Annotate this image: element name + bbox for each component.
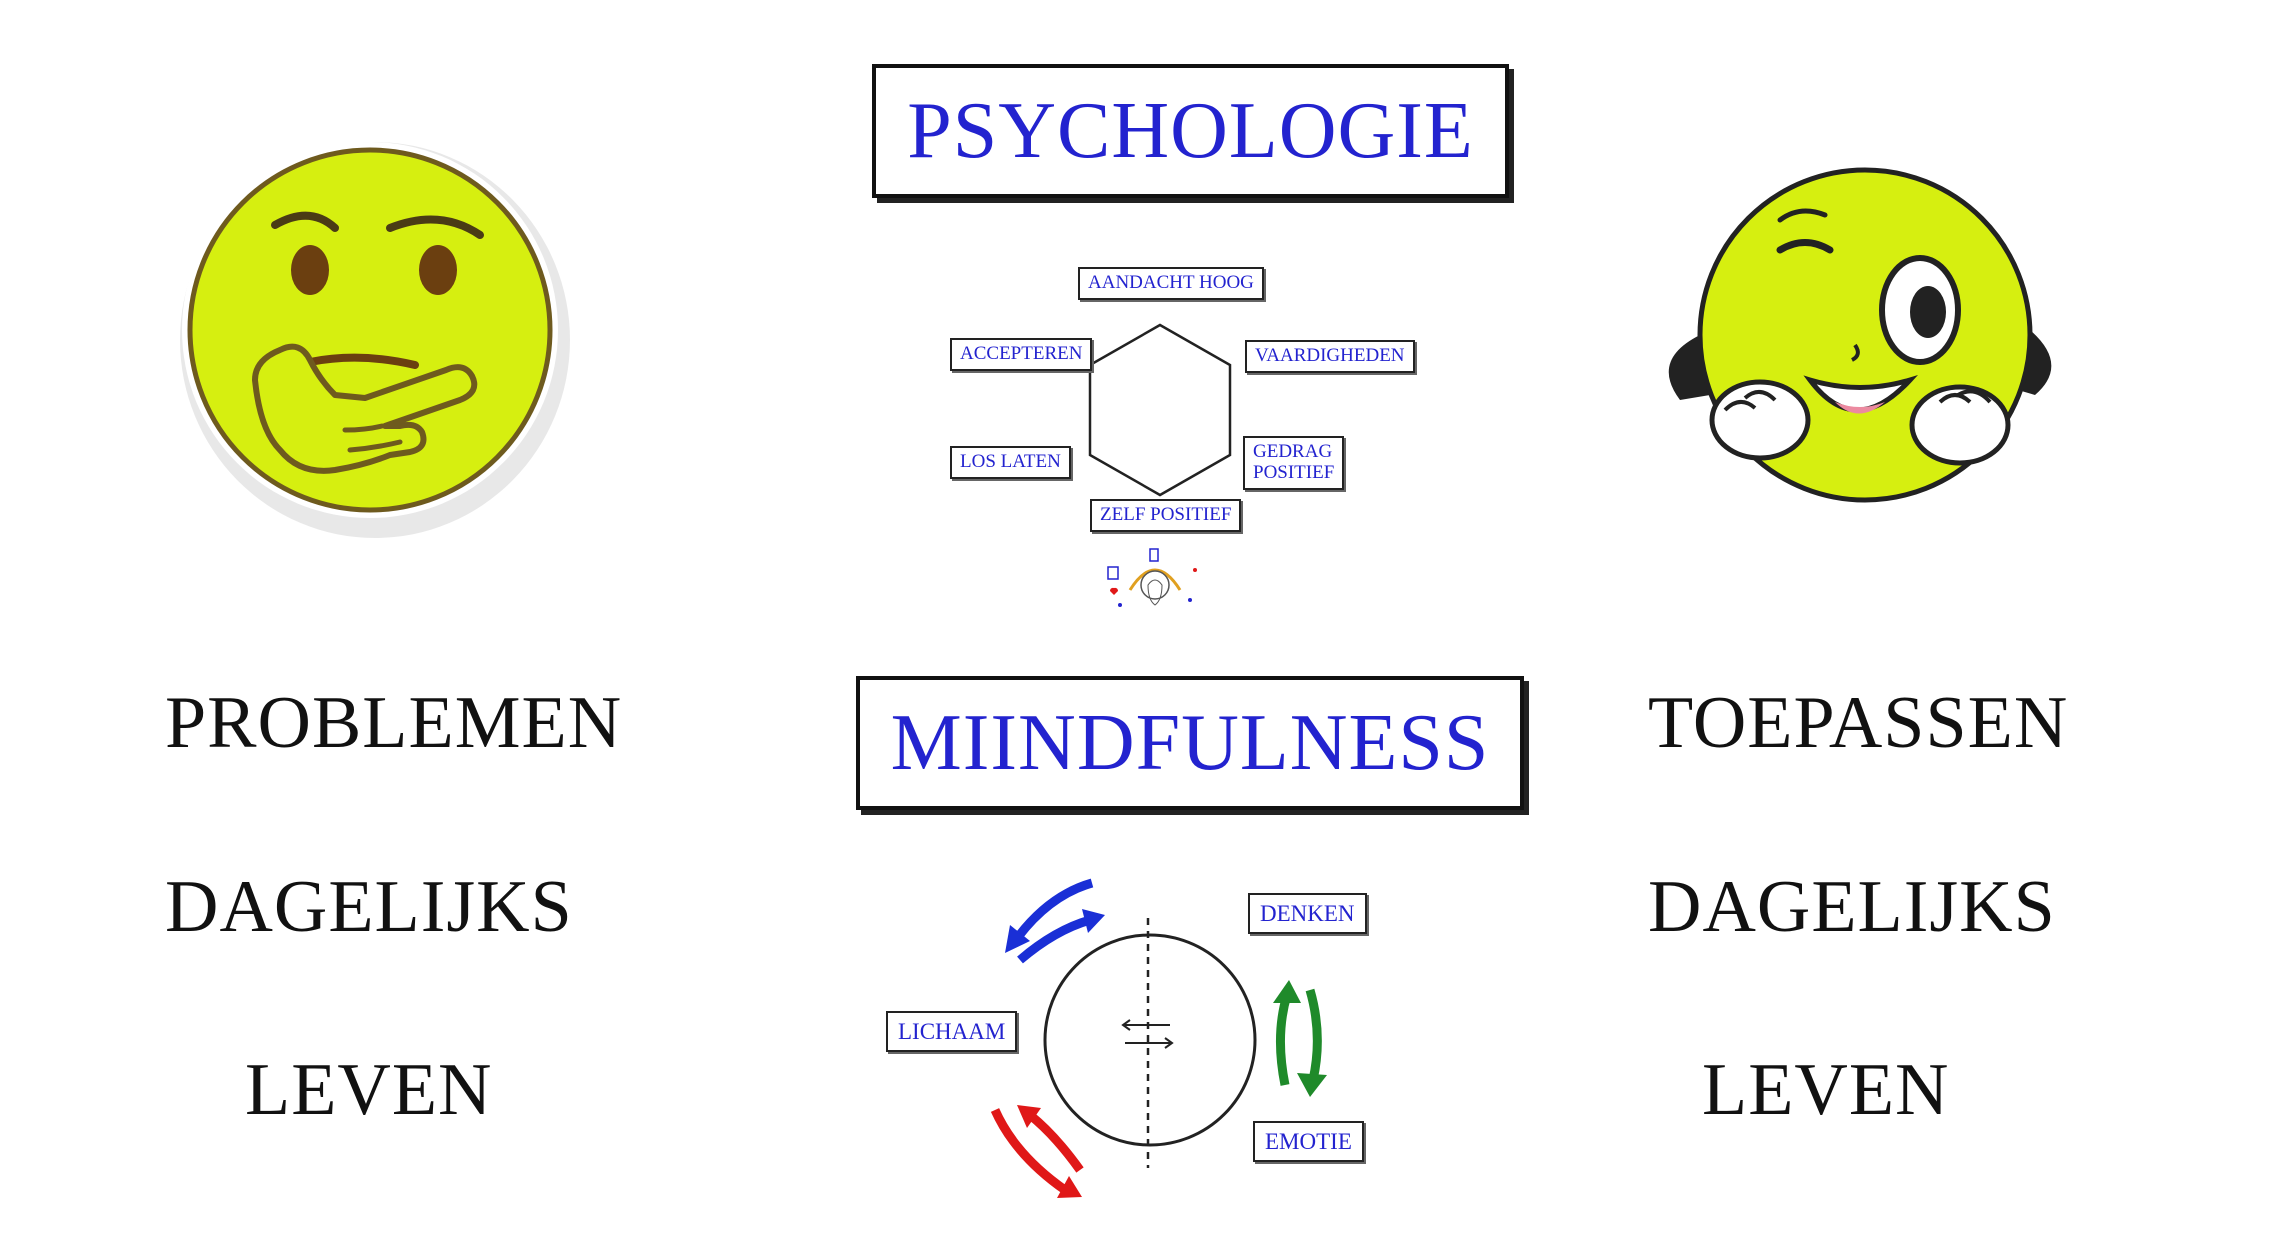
hex-label-los-laten: LOS LATEN: [950, 446, 1071, 479]
right-word-toepassen: TOEPASSEN: [1648, 682, 2069, 764]
green-arrows-icon: [1273, 980, 1327, 1097]
circle-label-denken: DENKEN: [1248, 893, 1367, 935]
hex-label-vaardigheden: VAARDIGHEDEN: [1245, 340, 1415, 373]
hexagon-shape: [1088, 323, 1232, 497]
hex-label-aandacht-hoog: AANDACHT HOOG: [1078, 267, 1264, 300]
thinking-face-icon: [180, 142, 570, 538]
right-word-leven: LEVEN: [1702, 1049, 1950, 1131]
blue-arrows-icon: [1005, 878, 1105, 964]
right-word-dagelijks: DAGELIJKS: [1648, 866, 2056, 948]
circle-label-lichaam: LICHAAM: [886, 1011, 1018, 1053]
mindfulness-title: MIINDFULNESS: [890, 699, 1490, 787]
psychologie-title-box: PSYCHOLOGIE: [872, 64, 1509, 198]
left-word-problemen: PROBLEMEN: [165, 682, 623, 764]
circle-diagram: [1043, 918, 1257, 1168]
circle-label-emotie: EMOTIE: [1253, 1121, 1364, 1163]
hex-label-gedrag-positief: GEDRAG POSITIEF: [1243, 436, 1345, 490]
winking-face-icon: [1668, 167, 2052, 503]
small-logo-icon: [1107, 548, 1197, 607]
hex-label-accepteren: ACCEPTEREN: [950, 338, 1093, 371]
mindfulness-title-box: MIINDFULNESS: [856, 676, 1524, 810]
hex-label-zelf-positief: ZELF POSITIEF: [1090, 499, 1242, 532]
psychologie-title: PSYCHOLOGIE: [907, 87, 1474, 175]
red-arrows-icon: [990, 1105, 1084, 1198]
left-word-dagelijks: DAGELIJKS: [165, 866, 573, 948]
left-word-leven: LEVEN: [245, 1049, 493, 1131]
